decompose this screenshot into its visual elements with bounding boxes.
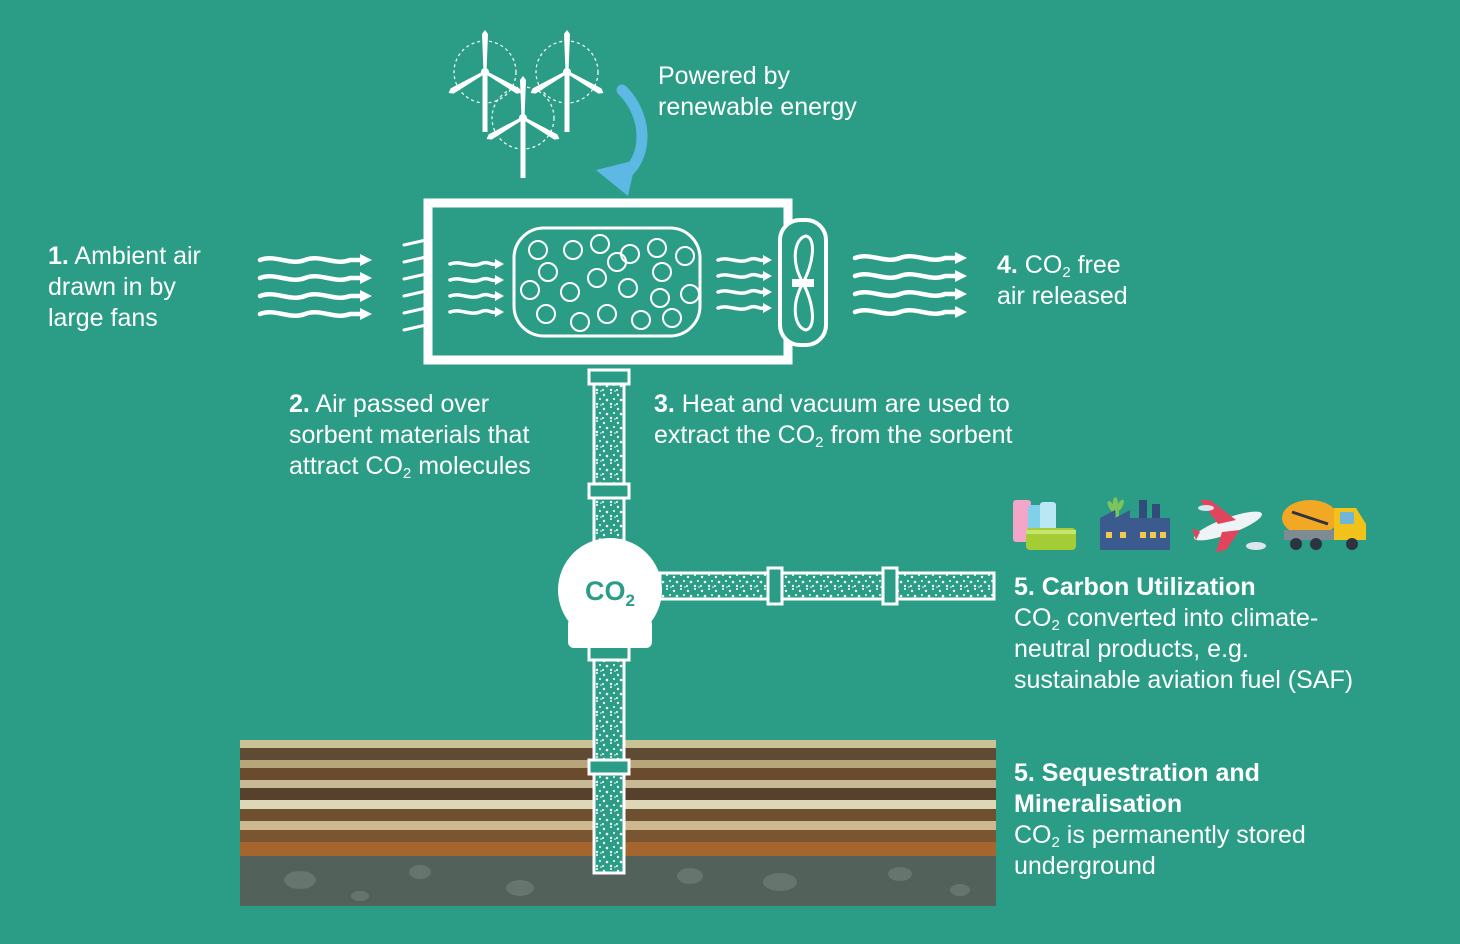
intake-vanes-icon [402,238,428,332]
co2-tank-label: CO2 [585,576,635,610]
step1-label: 1. Ambient air drawn in by large fans [48,242,201,332]
sorbent-chamber-icon [512,226,702,338]
inner-air-arrows-left-icon [448,259,504,317]
batteries-icon [1013,500,1076,550]
utilization-pipe [658,566,996,606]
sequestration-pipe [587,644,631,875]
airplane-icon [1192,500,1266,552]
step3-label: 3. Heat and vacuum are used to extract t… [654,390,1013,451]
energy-label: Powered by renewable energy [658,62,857,121]
energy-arrow-icon [596,84,648,196]
factory-icon [1100,497,1170,550]
step2-label: 2. Air passed over sorbent materials tha… [289,390,531,482]
co2-tank-icon [558,538,662,648]
exhaust-fan-icon [778,218,828,347]
concrete-mixer-truck-icon [1282,500,1366,550]
clean-air-arrows-icon [855,252,967,318]
sequestration-label: 5. Sequestration and Mineralisation CO2 … [1014,759,1306,880]
ambient-air-arrows-icon [260,254,372,320]
wind-turbines-icon [446,29,606,179]
carbon-utilization-label: 5. Carbon Utilization CO2 converted into… [1014,573,1354,694]
co2-pipe-upper [587,368,631,570]
inner-air-arrows-right-icon [716,255,772,313]
step4-label: 4. CO2 free air released [997,251,1128,310]
